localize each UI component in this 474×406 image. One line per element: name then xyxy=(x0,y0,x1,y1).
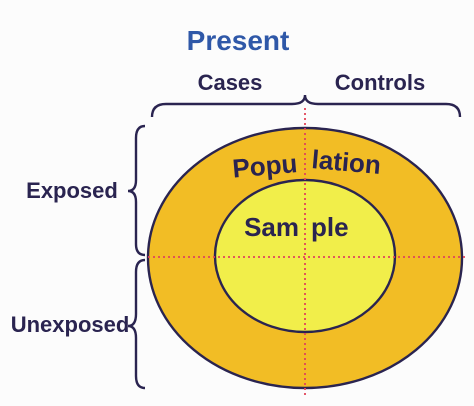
column-label-cases: Cases xyxy=(198,70,263,95)
population-label-part-2: lation xyxy=(310,144,382,180)
sample-label-part-1: Sam xyxy=(244,212,299,242)
row-label-unexposed: Unexposed xyxy=(11,312,130,337)
sample-label-part-2: ple xyxy=(311,212,349,242)
population-label-part-1: Popu xyxy=(231,148,298,184)
unexposed-brace xyxy=(127,258,146,390)
diagram-title: Present xyxy=(187,25,290,56)
row-label-exposed: Exposed xyxy=(26,178,118,203)
column-label-controls: Controls xyxy=(335,70,425,95)
top-brace xyxy=(150,94,462,118)
exposed-brace xyxy=(127,124,146,257)
